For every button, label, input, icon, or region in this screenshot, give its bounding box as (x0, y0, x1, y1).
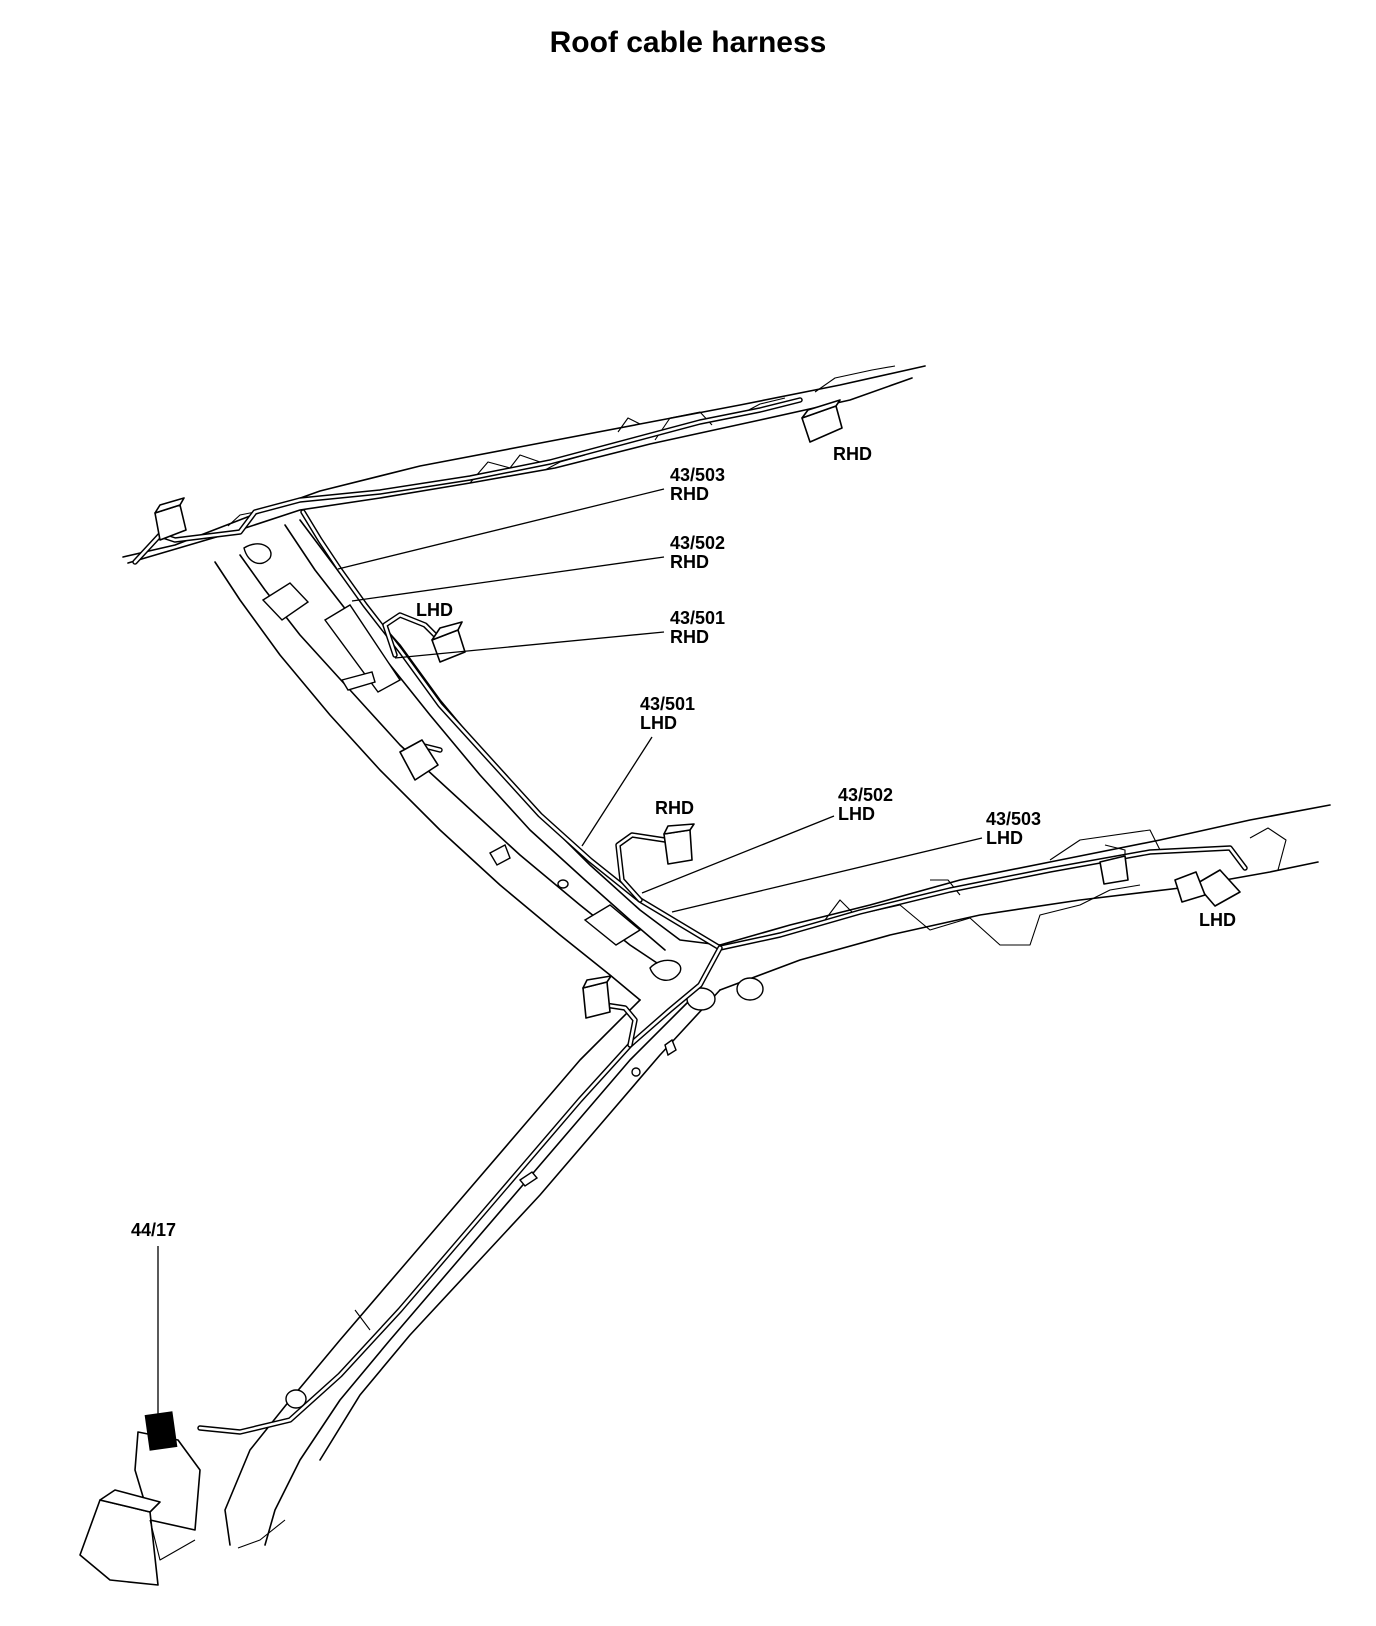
label-43-502-rhd-variant: RHD (670, 552, 709, 572)
leader-43-503-rhd (337, 488, 665, 570)
label-43-501-lhd-code: 43/501 (640, 694, 695, 714)
leader-43-502-lhd (641, 815, 835, 894)
leader-lines (157, 488, 983, 1420)
leader-43-501-lhd (581, 736, 653, 847)
label-44-17: 44/17 (131, 1220, 176, 1240)
label-lhd-upper: LHD (416, 600, 453, 620)
label-43-503-rhd-code: 43/503 (670, 465, 725, 485)
cable-harness (132, 397, 1248, 1435)
front-roof-rail (122, 365, 926, 564)
callout-labels: RHD 43/503 RHD 43/502 RHD LHD 43/501 RHD… (131, 444, 1236, 1240)
label-43-502-rhd-code: 43/502 (670, 533, 725, 553)
leader-43-502-rhd (351, 556, 665, 602)
label-43-503-rhd-variant: RHD (670, 484, 709, 504)
label-rhd-top: RHD (833, 444, 872, 464)
connector-lhd-upper (431, 621, 466, 663)
connectors (79, 399, 1241, 1586)
connector-mid-frame (399, 739, 439, 781)
label-43-501-rhd-variant: RHD (670, 627, 709, 647)
connector-front-left (154, 497, 187, 541)
diagram-title: Roof cable harness (549, 26, 827, 59)
label-lhd-right: LHD (1199, 910, 1236, 930)
connector-44-17-plug (144, 1411, 178, 1451)
connector-lhd-right (1099, 855, 1241, 907)
label-43-502-lhd-code: 43/502 (838, 785, 893, 805)
leader-43-501-rhd (394, 631, 665, 659)
label-43-503-lhd-code: 43/503 (986, 809, 1041, 829)
connector-44-17-body (79, 1431, 201, 1586)
frame-cutouts (243, 543, 764, 1409)
label-43-503-lhd-variant: LHD (986, 828, 1023, 848)
label-43-501-lhd-variant: LHD (640, 713, 677, 733)
connector-rhd-middle (663, 823, 695, 865)
connector-near-junction (582, 975, 612, 1019)
label-43-501-rhd-code: 43/501 (670, 608, 725, 628)
connector-rhd-top (801, 399, 843, 443)
label-rhd-middle: RHD (655, 798, 694, 818)
leader-43-503-lhd (671, 837, 983, 913)
label-43-502-lhd-variant: LHD (838, 804, 875, 824)
